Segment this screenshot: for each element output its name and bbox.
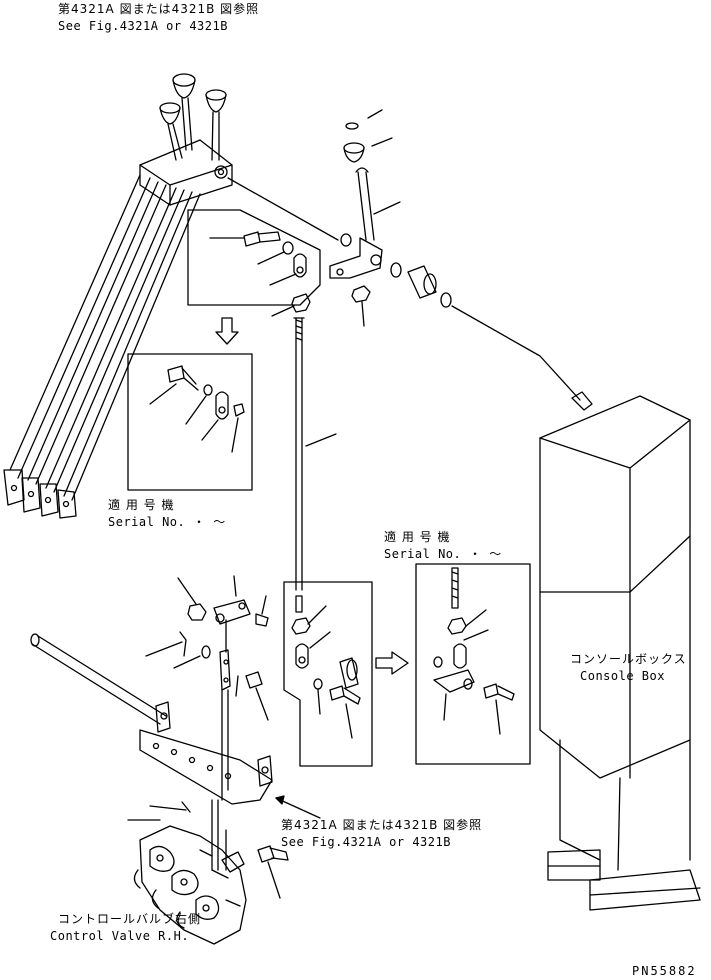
serial-label-left-jp: 適 用 号 機 (108, 498, 175, 512)
detail-box-right (415, 563, 531, 765)
arrow-right-icon (375, 651, 409, 675)
console-box-drawing (539, 395, 701, 911)
ref-label-top-en: See Fig.4321A or 4321B (58, 19, 228, 33)
ref-label-bottom-en: See Fig.4321A or 4321B (281, 835, 451, 849)
control-valve-label-jp: コントロールバルブ右側 (58, 912, 202, 926)
console-box-label-jp: コンソールボックス (570, 652, 687, 666)
control-rod (293, 317, 337, 591)
serial-label-left-en: Serial No. ・ 〜 (108, 515, 226, 529)
upper-linkage (329, 109, 593, 411)
detail-box-center (283, 581, 373, 767)
control-valve-drawing (133, 825, 247, 945)
lower-linkage (30, 575, 321, 899)
detail-box-upper (187, 209, 321, 317)
drawing-number: PN55882 (632, 964, 697, 978)
detail-box-left (127, 353, 253, 491)
ref-label-bottom-jp: 第4321A 図または4321B 図参照 (281, 818, 483, 832)
serial-label-right-jp: 適 用 号 機 (384, 530, 451, 544)
control-valve-label-en: Control Valve R.H. (50, 929, 190, 943)
ref-label-top-jp: 第4321A 図または4321B 図参照 (58, 2, 260, 16)
serial-label-right-en: Serial No. ・ 〜 (384, 547, 502, 561)
lever-assembly (3, 73, 339, 519)
console-box-label-en: Console Box (580, 669, 665, 683)
arrow-down-icon (215, 317, 239, 345)
